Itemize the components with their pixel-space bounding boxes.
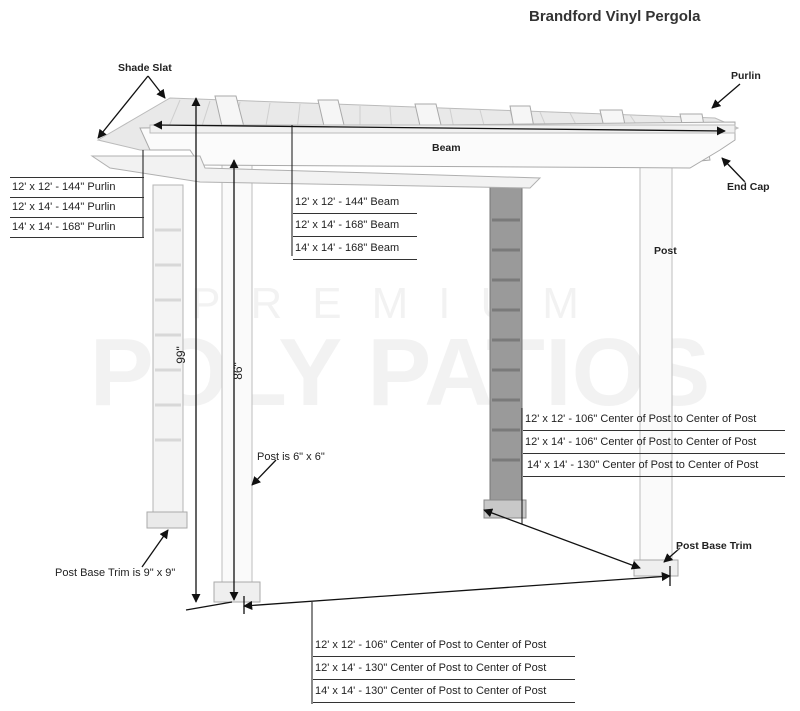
callout-post-base-trim-size: Post Base Trim is 9" x 9" <box>55 567 176 579</box>
post-spacing-width-row: 12' x 14' - 130" Center of Post to Cente… <box>313 657 575 680</box>
purlin-row: 12' x 14' - 144" Purlin <box>10 198 144 218</box>
beam-row: 14' x 14' - 168" Beam <box>293 237 417 260</box>
dimension-lines <box>153 97 726 614</box>
purlin-row: 12' x 12' - 144" Purlin <box>10 178 144 198</box>
post-spacing-width-row: 14' x 14' - 130" Center of Post to Cente… <box>313 680 575 703</box>
callout-post: Post <box>654 245 677 257</box>
purlin-size-table: 12' x 12' - 144" Purlin 12' x 14' - 144"… <box>10 177 144 238</box>
beam-size-table: 12' x 12' - 144" Beam 12' x 14' - 168" B… <box>293 191 417 260</box>
callout-post-size: Post is 6" x 6" <box>257 451 325 463</box>
post-spacing-depth-table: 12' x 12' - 106" Center of Post to Cente… <box>523 408 785 477</box>
purlin-row: 14' x 14' - 168" Purlin <box>10 218 144 238</box>
dimension-clear-height: 86" <box>230 362 245 380</box>
callout-post-base-trim: Post Base Trim <box>676 540 752 552</box>
page-title: Brandford Vinyl Pergola <box>529 8 701 25</box>
beam-row: 12' x 12' - 144" Beam <box>293 191 417 214</box>
callout-beam: Beam <box>432 142 461 154</box>
callout-purlin: Purlin <box>731 70 761 82</box>
callout-end-cap: End Cap <box>727 181 770 193</box>
post-spacing-depth-row: 14' x 14' - 130" Center of Post to Cente… <box>523 454 785 477</box>
post-spacing-width-row: 12' x 12' - 106" Center of Post to Cente… <box>313 634 575 657</box>
callout-shade-slat: Shade Slat <box>118 62 172 74</box>
post-spacing-depth-row: 12' x 14' - 106" Center of Post to Cente… <box>523 431 785 454</box>
post-front-right <box>633 164 679 577</box>
rear-beam <box>90 155 542 189</box>
post-rear-left <box>146 184 188 529</box>
post-spacing-depth-row: 12' x 12' - 106" Center of Post to Cente… <box>523 408 785 431</box>
post-rear-right <box>483 184 527 519</box>
dimension-overall-height: 99" <box>173 346 188 364</box>
table-connectors <box>142 125 523 704</box>
beam-row: 12' x 14' - 168" Beam <box>293 214 417 237</box>
leader-lines <box>97 75 746 568</box>
post-spacing-width-table: 12' x 12' - 106" Center of Post to Cente… <box>313 634 575 703</box>
